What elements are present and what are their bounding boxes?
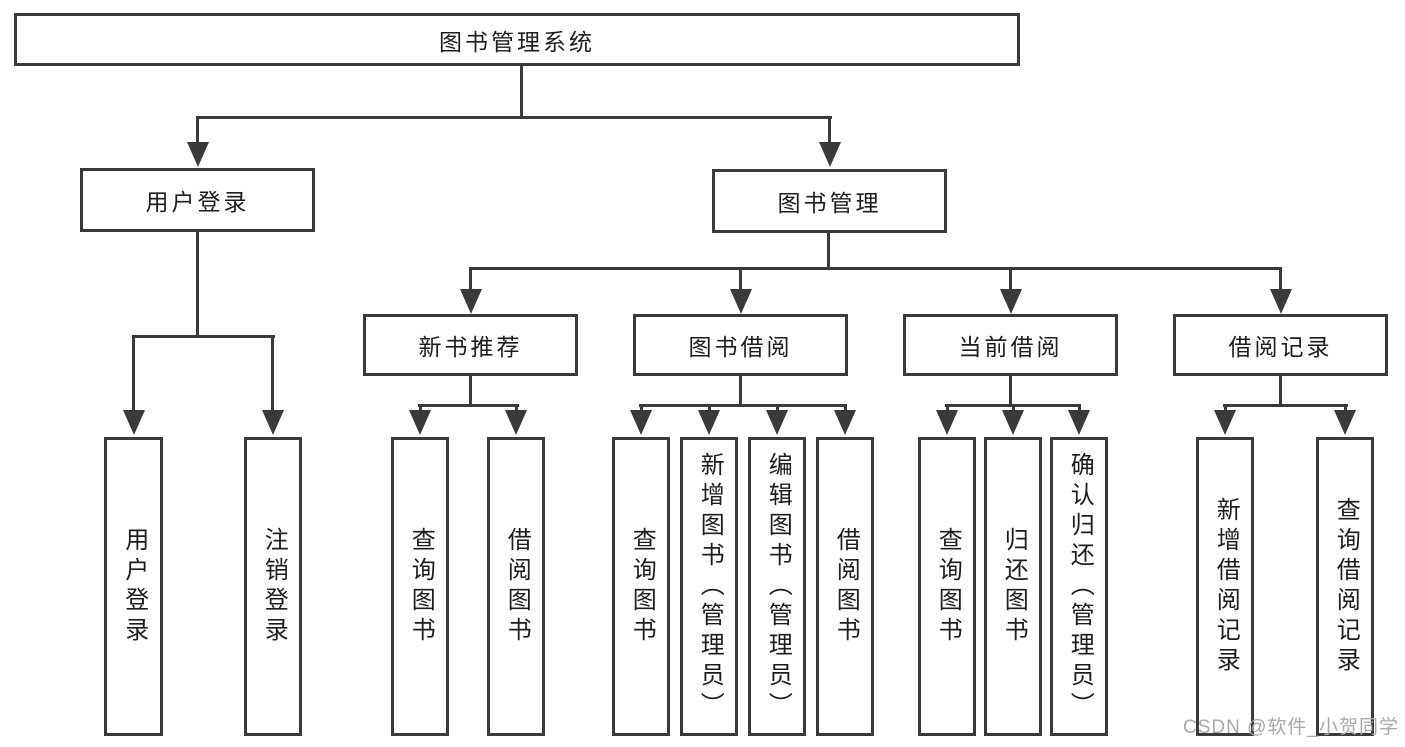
leaf-label: 用户登录 — [120, 526, 148, 647]
arrow-down-icon — [1270, 289, 1292, 314]
root-stem-line — [520, 64, 523, 118]
leaf-query-books-current: 查询图书 — [918, 437, 976, 736]
leaf-query-borrow-record: 查询借阅记录 — [1316, 437, 1374, 736]
leaf-new-borrow-record: 新增借阅记录 — [1196, 437, 1254, 736]
leaf-label: 注销登录 — [260, 526, 288, 647]
leaf-borrow-books-recommend: 借阅图书 — [487, 437, 545, 736]
leaf-label: 新增借阅记录 — [1212, 496, 1240, 677]
connector-line — [1279, 374, 1282, 407]
leaf-label: 查询图书 — [628, 526, 656, 647]
leaf-add-book-admin: 新增图书（管理员） — [680, 437, 738, 736]
connector-line — [739, 267, 742, 291]
connector-line — [196, 116, 199, 144]
arrow-down-icon — [766, 410, 788, 435]
connector-line — [1009, 374, 1012, 407]
connector-line — [132, 335, 135, 411]
leaf-query-books-recommend: 查询图书 — [391, 437, 449, 736]
arrow-down-icon — [187, 142, 209, 167]
arrow-down-icon — [505, 410, 527, 435]
arrow-down-icon — [1068, 410, 1090, 435]
arrow-down-icon — [819, 142, 841, 167]
connector-line — [828, 116, 831, 144]
node-label: 新书推荐 — [418, 334, 523, 360]
node-label: 图书管理系统 — [439, 28, 595, 55]
connector-line — [196, 230, 199, 337]
node-user-login: 用户登录 — [80, 168, 315, 232]
splitter-line — [418, 404, 519, 407]
connector-line — [946, 404, 949, 414]
connector-line — [708, 404, 711, 414]
leaf-query-books-borrow: 查询图书 — [612, 437, 670, 736]
arrow-down-icon — [1002, 410, 1024, 435]
connector-line — [469, 267, 472, 291]
leaf-edit-book-admin: 编辑图书（管理员） — [748, 437, 806, 736]
leaf-confirm-return-admin: 确认归还（管理员） — [1050, 437, 1108, 736]
node-book-borrowing: 图书借阅 — [633, 314, 848, 376]
arrow-down-icon — [460, 289, 482, 314]
leaf-label: 新增图书（管理员） — [696, 451, 724, 722]
arrow-down-icon — [698, 410, 720, 435]
leaf-label: 查询借阅记录 — [1332, 496, 1360, 677]
leaf-label: 借阅图书 — [832, 526, 860, 647]
leaf-label: 查询图书 — [407, 526, 435, 647]
node-library-system: 图书管理系统 — [14, 13, 1020, 66]
leaf-user-login: 用户登录 — [104, 437, 163, 736]
leaf-borrow-books-borrow: 借阅图书 — [816, 437, 874, 736]
connector-line — [271, 335, 274, 411]
connector-line — [1224, 404, 1227, 414]
connector-line — [1078, 404, 1081, 414]
node-book-management: 图书管理 — [712, 169, 947, 233]
arrow-down-icon — [123, 410, 145, 435]
node-label: 用户登录 — [145, 189, 250, 215]
watermark-text: CSDN @软件_小贺同学 — [1183, 717, 1399, 738]
connector-line — [469, 374, 472, 407]
connector-line — [1012, 404, 1015, 414]
arrow-down-icon — [262, 410, 284, 435]
leaf-label: 确认归还（管理员） — [1066, 451, 1094, 722]
arrow-down-icon — [630, 410, 652, 435]
splitter-line — [132, 335, 275, 338]
splitter-line — [639, 404, 847, 407]
connector-line — [640, 404, 643, 414]
arrow-down-icon — [1000, 289, 1022, 314]
connector-line — [776, 404, 779, 414]
arrow-down-icon — [1214, 410, 1236, 435]
arrow-down-icon — [730, 289, 752, 314]
node-new-book-recommendation: 新书推荐 — [363, 314, 578, 376]
level2-splitter-line — [196, 116, 832, 119]
connector-line — [1344, 404, 1347, 414]
level3-splitter-line — [469, 267, 1282, 270]
leaf-logout: 注销登录 — [244, 437, 302, 736]
leaf-label: 归还图书 — [1000, 526, 1028, 647]
node-label: 当前借阅 — [958, 334, 1063, 360]
node-current-borrowing: 当前借阅 — [903, 314, 1118, 376]
connector-line — [1279, 267, 1282, 291]
connector-line — [1009, 267, 1012, 291]
node-label: 借阅记录 — [1228, 334, 1333, 360]
connector-line — [844, 404, 847, 414]
connector-line — [419, 404, 422, 414]
connector-line — [515, 404, 518, 414]
arrow-down-icon — [1334, 410, 1356, 435]
leaf-label: 借阅图书 — [503, 526, 531, 647]
connector-line — [827, 231, 830, 270]
leaf-label: 查询图书 — [934, 526, 962, 647]
node-label: 图书借阅 — [688, 334, 793, 360]
node-label: 图书管理 — [777, 190, 882, 216]
node-borrowing-records: 借阅记录 — [1173, 314, 1388, 376]
arrow-down-icon — [409, 410, 431, 435]
leaf-label: 编辑图书（管理员） — [764, 451, 792, 722]
arrow-down-icon — [834, 410, 856, 435]
leaf-return-books: 归还图书 — [984, 437, 1042, 736]
arrow-down-icon — [936, 410, 958, 435]
splitter-line — [1223, 404, 1348, 407]
connector-line — [739, 374, 742, 407]
